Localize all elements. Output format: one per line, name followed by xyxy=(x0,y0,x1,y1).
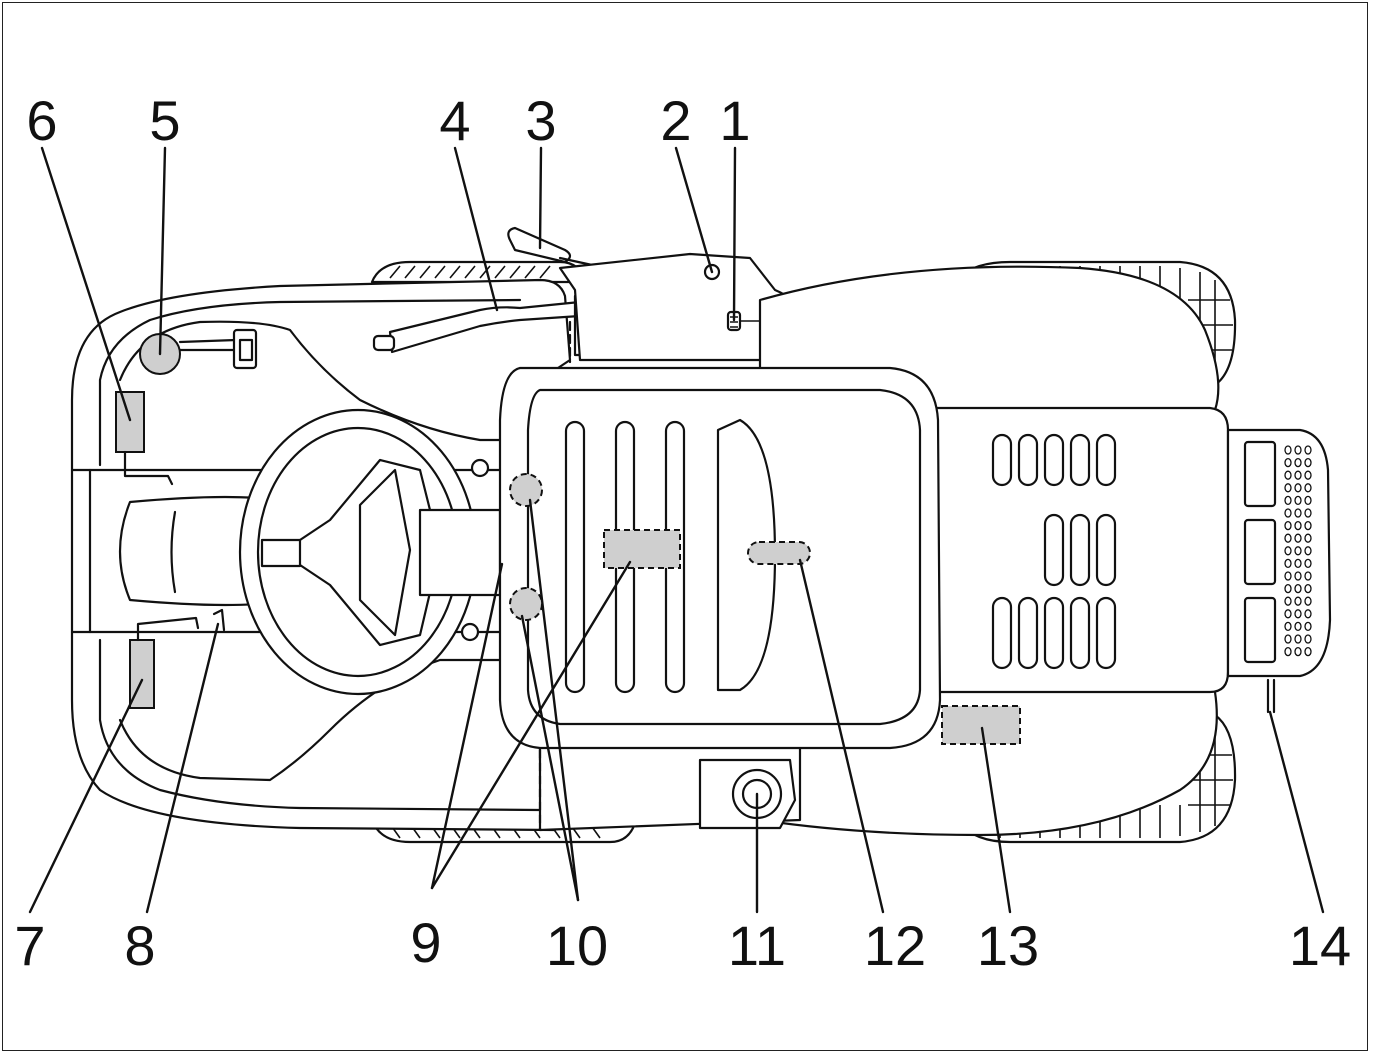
steering-wheel xyxy=(238,408,478,696)
grille-dot xyxy=(1284,596,1292,606)
grille-dot xyxy=(1304,571,1312,581)
leader-lines xyxy=(28,146,1325,914)
grille-dot xyxy=(1284,646,1292,657)
grille-dot xyxy=(1294,508,1302,518)
grille-dot xyxy=(1284,470,1292,480)
grille-dot xyxy=(1284,483,1292,493)
front-edge-marker xyxy=(1266,678,1276,714)
callout-4: 4 xyxy=(439,89,470,152)
grille-dot xyxy=(1304,546,1312,556)
grille-dot xyxy=(1304,634,1312,644)
dashboard xyxy=(418,458,502,642)
grille-dot xyxy=(1294,445,1302,455)
grille-dot xyxy=(1304,445,1312,455)
grille-dot xyxy=(1284,520,1292,531)
callout-7: 7 xyxy=(14,914,45,977)
grille-dot xyxy=(1284,571,1292,581)
grille-dot xyxy=(1284,445,1292,455)
warning-decals xyxy=(509,473,1021,745)
fuel-cap xyxy=(698,758,797,830)
grille-dot xyxy=(1294,483,1302,493)
grille-dot xyxy=(1304,495,1312,506)
control-panel xyxy=(558,252,807,362)
callout-10: 10 xyxy=(546,914,608,977)
grille-dot xyxy=(1284,583,1292,594)
rear-wheel-top xyxy=(370,260,587,284)
rear-left-marker xyxy=(115,391,174,486)
grille-dot xyxy=(1294,646,1302,657)
grille-dot xyxy=(1304,609,1312,619)
grille-dot xyxy=(1294,470,1302,480)
callout-11: 11 xyxy=(728,914,786,977)
grille-dot xyxy=(1294,457,1302,468)
callout-13: 13 xyxy=(977,914,1039,977)
grille-dot xyxy=(1284,533,1292,543)
grille-dot xyxy=(1284,457,1292,468)
grille-dot xyxy=(1294,558,1302,569)
callout-2: 2 xyxy=(660,89,691,152)
grille-dot xyxy=(1284,558,1292,569)
grille-dot xyxy=(1294,533,1302,543)
grille-dot xyxy=(1294,621,1302,632)
grille-dot xyxy=(1284,621,1292,632)
callout-14: 14 xyxy=(1289,914,1351,977)
grille-dot xyxy=(1304,558,1312,569)
grille-dot xyxy=(1304,508,1312,518)
grille-dot xyxy=(1304,621,1312,632)
grille-dot xyxy=(1284,609,1292,619)
grille-dot xyxy=(1294,634,1302,644)
grille-dot xyxy=(1304,596,1312,606)
grille-dot xyxy=(1294,609,1302,619)
grille-dot xyxy=(1294,583,1302,594)
grille-dot xyxy=(1294,596,1302,606)
grille-dot xyxy=(1304,583,1312,594)
callout-labels: 1 2 3 4 5 6 7 8 9 10 11 12 13 14 xyxy=(14,89,1351,977)
grille-dot xyxy=(1304,483,1312,493)
grille-dot xyxy=(1284,634,1292,644)
callout-12: 12 xyxy=(864,914,926,977)
grille-dot xyxy=(1304,470,1312,480)
grille-dot xyxy=(1284,495,1292,506)
callout-1: 1 xyxy=(719,89,750,152)
grille-dot xyxy=(1284,546,1292,556)
front-grille xyxy=(1284,445,1312,657)
callout-9: 9 xyxy=(410,911,441,974)
grille-dot xyxy=(1294,520,1302,531)
grille-dot xyxy=(1304,533,1312,543)
grille-dot xyxy=(1294,571,1302,581)
callout-8: 8 xyxy=(124,914,155,977)
grille-dot xyxy=(1294,546,1302,556)
grille-dot xyxy=(1284,508,1292,518)
grille-dot xyxy=(1304,646,1312,657)
hood-vents xyxy=(991,433,1117,670)
grille-dot xyxy=(1294,495,1302,506)
callout-3: 3 xyxy=(525,89,556,152)
callout-5: 5 xyxy=(149,89,180,152)
grille-dot xyxy=(1304,520,1312,531)
grille-dot xyxy=(1304,457,1312,468)
callout-6: 6 xyxy=(26,89,57,152)
